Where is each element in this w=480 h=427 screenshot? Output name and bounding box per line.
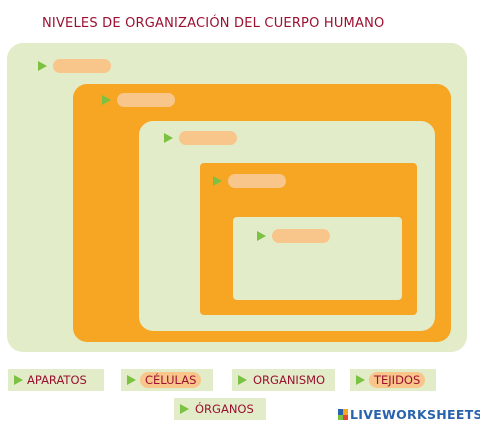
drop-slot-level-3[interactable] [179,131,237,145]
option-label: ORGANISMO [253,373,326,387]
arrow-right-icon [38,61,47,71]
liveworksheets-brand: LIVEWORKSHEETS [338,407,480,422]
drop-slot-level-5[interactable] [272,229,330,243]
option-chip-tejidos[interactable]: TEJIDOS [350,369,436,391]
drop-slot-level-1[interactable] [53,59,111,73]
option-label: TEJIDOS [369,372,426,388]
option-label: APARATOS [27,373,87,387]
brand-name: LIVEWORKSHEETS [350,407,480,422]
arrow-right-icon [164,133,173,143]
arrow-right-icon [14,375,23,385]
option-chip-organos[interactable]: ÓRGANOS [174,398,266,420]
arrow-right-icon [213,176,222,186]
liveworksheets-logo-icon [338,409,348,420]
arrow-right-icon [257,231,266,241]
arrow-right-icon [356,375,365,385]
arrow-right-icon [102,95,111,105]
option-chip-organismo[interactable]: ORGANISMO [232,369,335,391]
arrow-right-icon [127,375,136,385]
option-chip-aparatos[interactable]: APARATOS [8,369,104,391]
option-label: CÉLULAS [140,372,202,388]
arrow-right-icon [238,375,247,385]
page-title: NIVELES DE ORGANIZACIÓN DEL CUERPO HUMAN… [42,16,385,31]
drop-slot-level-2[interactable] [117,93,175,107]
option-chip-celulas[interactable]: CÉLULAS [121,369,213,391]
option-label: ÓRGANOS [195,402,254,416]
drop-slot-level-4[interactable] [228,174,286,188]
arrow-right-icon [180,404,189,414]
